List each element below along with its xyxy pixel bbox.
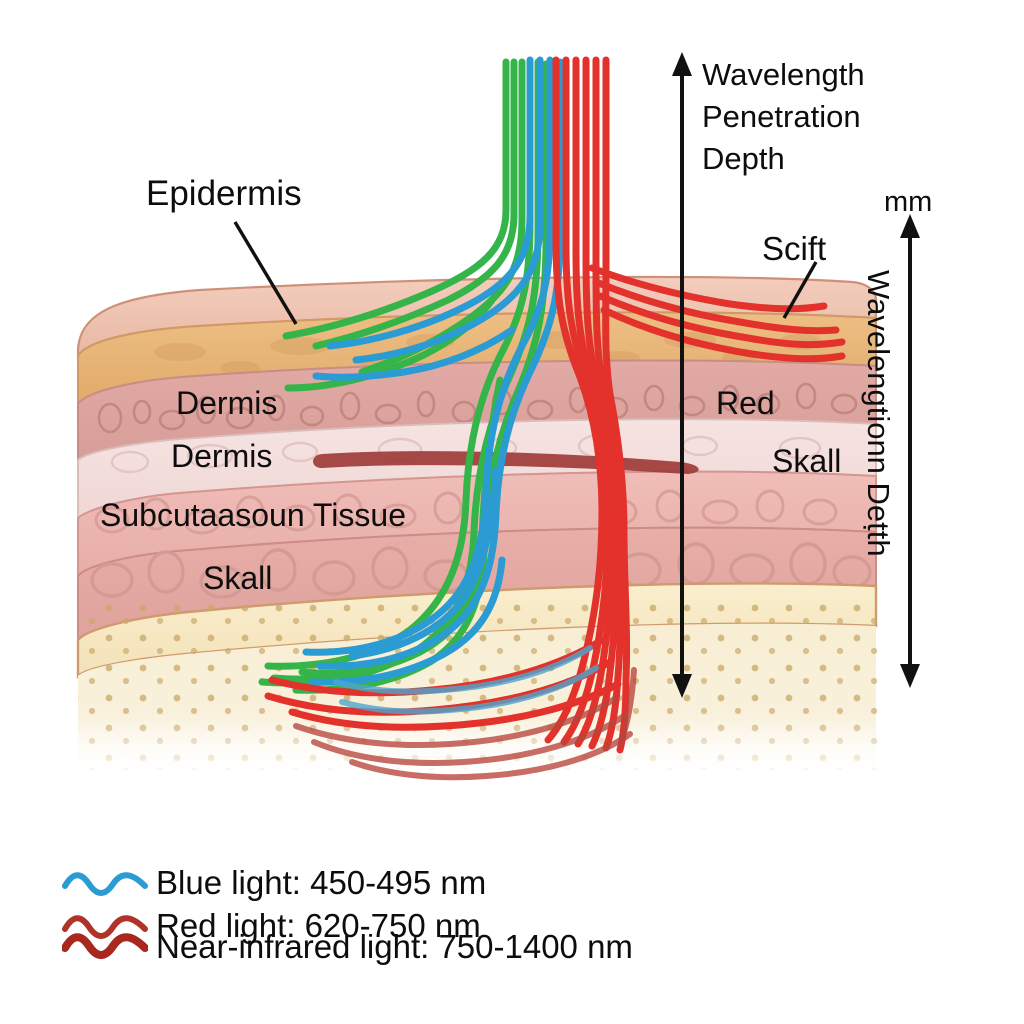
blue-rays <box>302 56 564 686</box>
blue-wave-icon <box>62 872 148 896</box>
scift-leader-line <box>782 261 818 319</box>
nir-rays <box>293 667 637 781</box>
label-layer-dermis-2: Dermis <box>171 438 273 474</box>
label-layer-dermis-1: Dermis <box>176 385 278 421</box>
deep-blue-rays <box>333 645 599 715</box>
depth-scale-arrow <box>900 214 920 688</box>
legend-item-nir: Near-infrared light: 750-1400 nm <box>62 924 633 970</box>
penetration-depth-arrow <box>672 52 692 698</box>
legend-item-blue: Blue light: 450-495 nm <box>62 860 486 906</box>
light-rays <box>258 56 846 781</box>
label-layer-skull-right: Skall <box>772 443 842 479</box>
legend-label-nir: Near-infrared light: 750-1400 nm <box>156 928 633 965</box>
legend-item-red: Red light: 620-750 nm <box>62 903 481 949</box>
epidermis-leader-line <box>233 221 298 325</box>
label-rotated-depth-axis: Wavelengtionn Deṭth <box>861 270 896 557</box>
label-wavelength-penetration-depth: Wavelength Penetration Depth <box>702 57 865 176</box>
label-layer-skull-left: Skall <box>203 560 273 596</box>
legend-label-blue: Blue light: 450-495 nm <box>156 864 487 901</box>
label-epidermis: Epidermis <box>146 174 302 213</box>
nir-wave-icon <box>62 933 148 959</box>
label-unit-mm: mm <box>884 186 933 218</box>
legend-label-red: Red light: 620-750 nm <box>156 907 481 944</box>
label-layer-subcutaneous: Subcutaasoun Tissue <box>100 497 406 533</box>
label-red-region: Red <box>716 385 775 421</box>
red-wave-icon <box>62 915 148 939</box>
label-scift: Scift <box>762 230 827 267</box>
